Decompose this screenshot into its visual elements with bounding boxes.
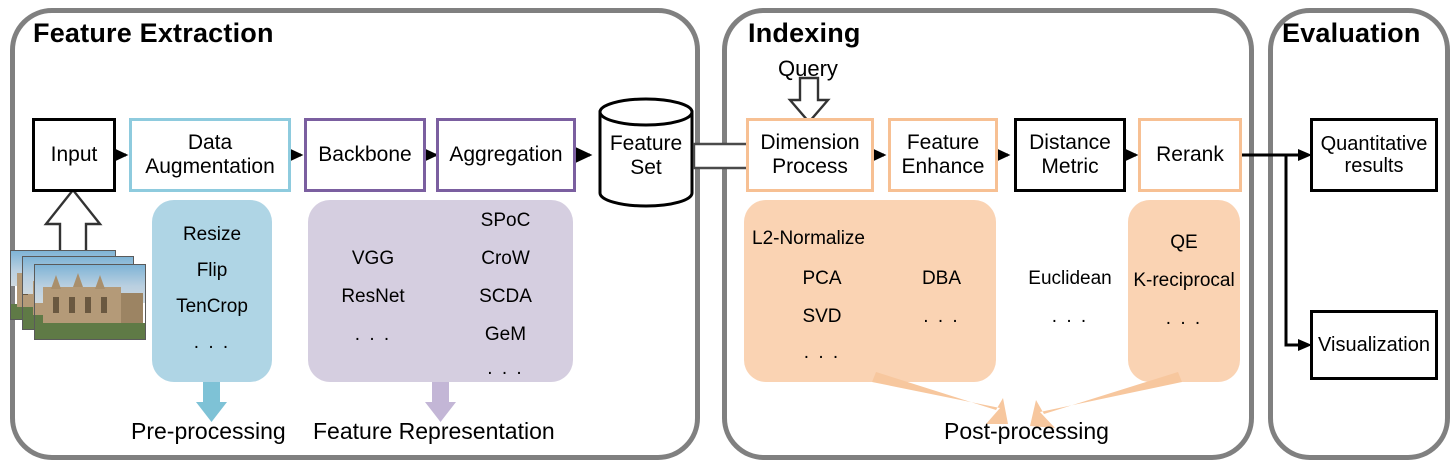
pool-item-l2-normalize: L2-Normalize (752, 228, 865, 249)
box-backbone-label: Backbone (318, 143, 412, 167)
distance-metric-list: Euclidean . . . (1014, 200, 1126, 382)
box-quantitative-results-line1: Quantitative (1320, 132, 1428, 155)
thumbnail-image-1 (34, 264, 146, 340)
pool-item-enhance-ellipsis: . . . (923, 306, 960, 327)
feature-set-cylinder (598, 97, 694, 208)
box-visualization[interactable]: Visualization (1310, 310, 1438, 380)
box-data-augmentation-label-line1: Data (187, 131, 233, 155)
panel-title-evaluation: Evaluation (1282, 18, 1421, 48)
pool-item-resnet: ResNet (341, 286, 405, 307)
dimension-process-pool: L2-Normalize PCA SVD . . . DBA . . . (744, 200, 996, 382)
box-backbone[interactable]: Backbone (304, 118, 426, 192)
panel-title-feature-extraction: Feature Extraction (33, 18, 274, 48)
pool-item-tencrop: TenCrop (176, 296, 248, 317)
box-aggregation[interactable]: Aggregation (436, 118, 576, 192)
box-data-augmentation[interactable]: Data Augmentation (129, 118, 291, 192)
box-feature-enhance[interactable]: Feature Enhance (888, 118, 998, 192)
arrow-feature-representation-caption (425, 382, 456, 422)
box-dimension-process[interactable]: Dimension Process (746, 118, 874, 192)
pool-item-flip: Flip (196, 260, 228, 281)
box-dimension-process-line2: Process (772, 155, 848, 178)
box-aggregation-label: Aggregation (449, 143, 563, 167)
list-item-distance-ellipsis: . . . (1051, 306, 1089, 327)
box-quantitative-results[interactable]: Quantitative results (1310, 118, 1438, 192)
pool-item-crow: CroW (481, 248, 530, 269)
box-distance-metric-line1: Distance (1029, 131, 1111, 155)
pool-item-dba: DBA (921, 268, 962, 289)
pool-item-dimension-ellipsis: . . . (803, 342, 841, 363)
box-feature-enhance-line1: Feature (906, 131, 980, 155)
arrow-rerank-to-evaluation (1242, 149, 1312, 351)
feature-set-label-line1: Feature (609, 132, 683, 156)
box-distance-metric-line2: Metric (1041, 155, 1099, 178)
pool-item-gem: GeM (484, 324, 527, 345)
feature-representation-pool: VGG ResNet . . . SPoC CroW SCDA GeM . . … (308, 200, 573, 382)
pool-item-k-reciprocal: K-reciprocal (1133, 270, 1235, 291)
box-feature-enhance-line2: Enhance (901, 155, 985, 178)
pool-item-resize: Resize (182, 224, 242, 245)
pool-item-preprocessing-ellipsis: . . . (193, 332, 231, 353)
arrow-preprocessing-caption (196, 382, 227, 422)
pool-item-backbone-ellipsis: . . . (354, 324, 392, 345)
panel-evaluation (1268, 8, 1450, 460)
list-item-euclidean: Euclidean (1028, 268, 1112, 289)
pool-item-pca: PCA (802, 268, 842, 289)
input-image-thumbnails (8, 250, 146, 340)
preprocessing-pool: Resize Flip TenCrop . . . (152, 200, 272, 382)
feature-set-label-line2: Set (630, 156, 662, 179)
arrow-postprocessing-left (872, 372, 1008, 424)
pool-item-spoc: SPoC (480, 210, 531, 231)
box-data-augmentation-label-line2: Augmentation (145, 155, 275, 178)
arrow-postprocessing-right (1030, 372, 1182, 428)
box-dimension-process-line1: Dimension (760, 131, 860, 155)
caption-feature-representation: Feature Representation (313, 418, 555, 444)
rerank-pool: QE K-reciprocal . . . (1128, 200, 1240, 382)
box-rerank[interactable]: Rerank (1138, 118, 1242, 192)
box-distance-metric[interactable]: Distance Metric (1014, 118, 1126, 192)
box-rerank-label: Rerank (1156, 143, 1224, 167)
pool-item-vgg: VGG (351, 248, 395, 269)
caption-pre-processing: Pre-processing (131, 418, 286, 444)
box-visualization-label: Visualization (1318, 333, 1430, 356)
pool-item-aggregation-ellipsis: . . . (487, 358, 524, 379)
caption-query: Query (778, 56, 838, 81)
pool-item-qe: QE (1170, 232, 1198, 253)
pool-item-rerank-ellipsis: . . . (1165, 308, 1203, 329)
box-input[interactable]: Input (32, 118, 116, 192)
box-input-label: Input (50, 143, 98, 167)
caption-post-processing: Post-processing (944, 418, 1109, 444)
pool-item-svd: SVD (802, 306, 842, 327)
box-feature-set-label: Feature Set (600, 126, 692, 186)
box-quantitative-results-line2: results (1344, 155, 1404, 177)
pool-item-scda: SCDA (479, 286, 532, 307)
panel-title-indexing: Indexing (748, 18, 861, 48)
arrow-query-to-dimension-process (787, 76, 831, 124)
